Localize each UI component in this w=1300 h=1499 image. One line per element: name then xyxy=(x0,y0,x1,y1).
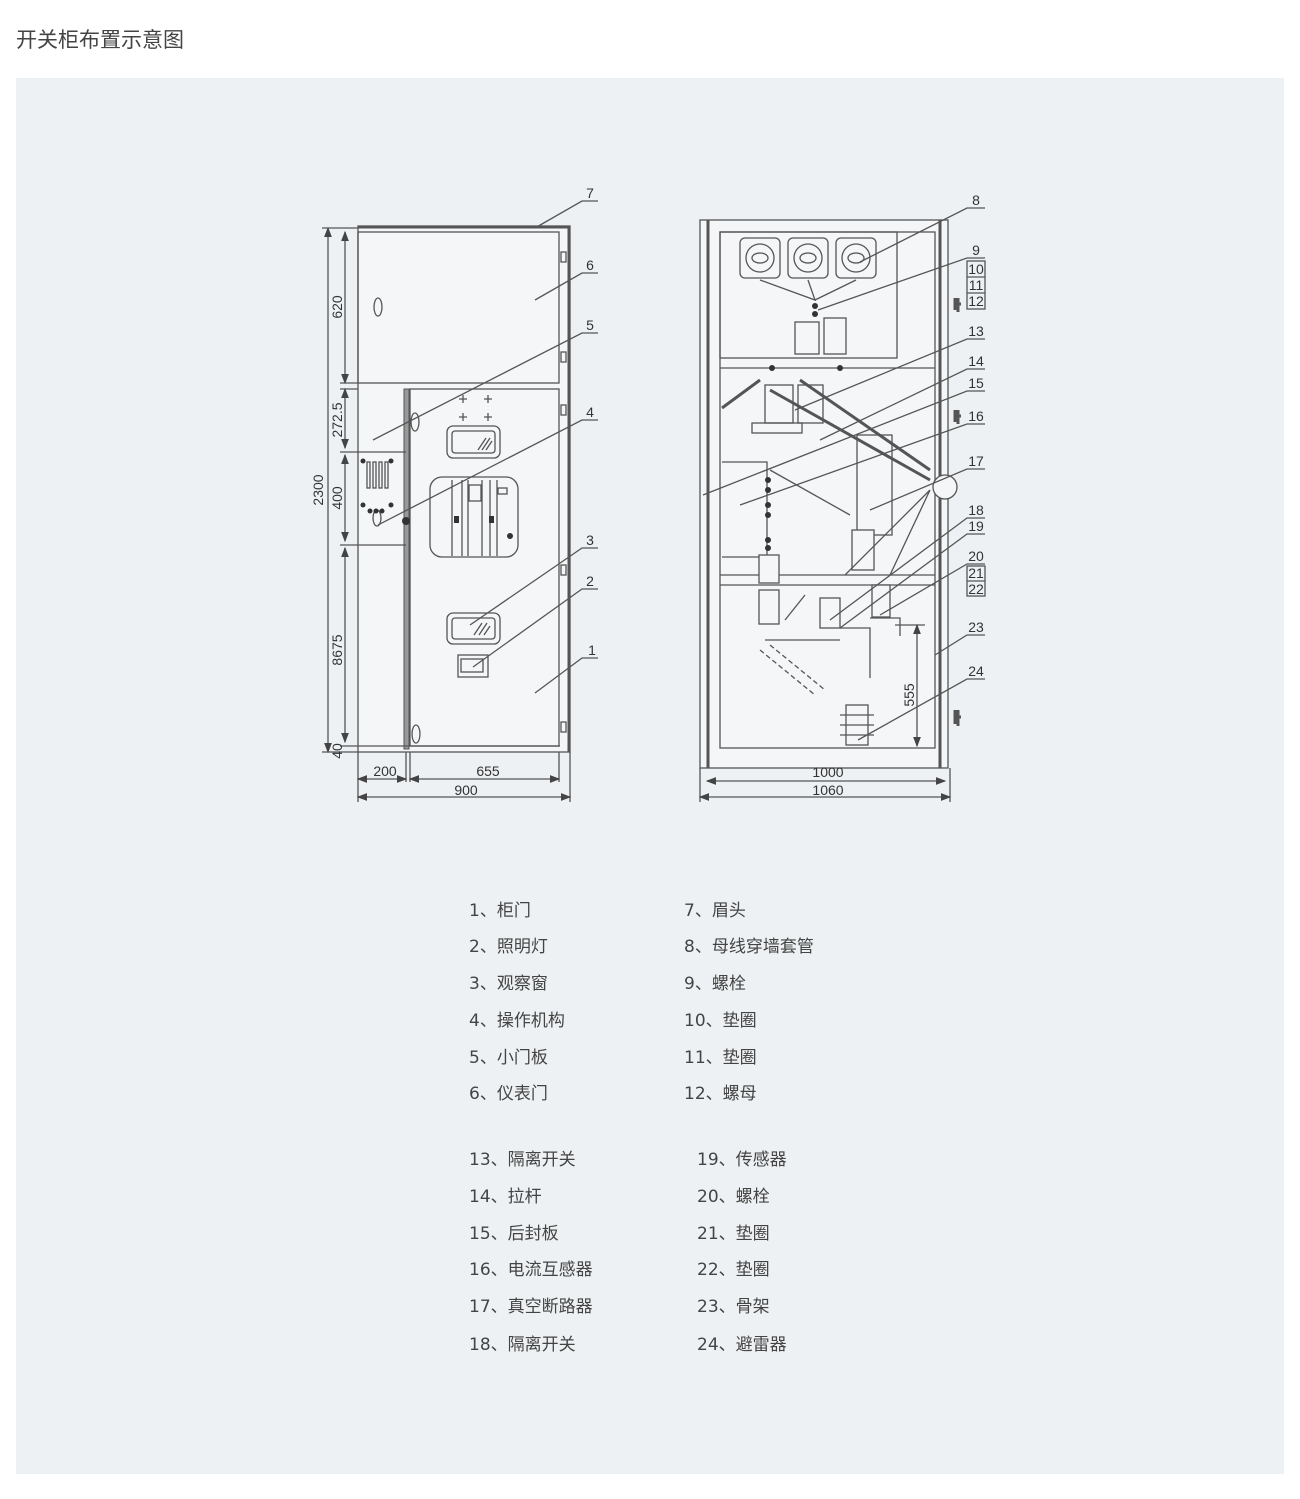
front-dimensions: 2300 620 272.5 400 8675 40 200 655 900 xyxy=(310,226,572,802)
page-title: 开关柜布置示意图 xyxy=(16,28,184,52)
handle-icon xyxy=(953,298,961,312)
rear-callouts: 8 9 10 11 12 13 14 15 16 17 18 19 20 21 … xyxy=(702,192,986,741)
callout-23: 23 xyxy=(968,619,984,635)
screw-marks xyxy=(459,395,492,421)
callout-11: 11 xyxy=(969,277,984,293)
legend-item: 15、后封板 xyxy=(469,1224,559,1244)
dim-h-4: 8675 xyxy=(329,634,345,665)
callout-7: 7 xyxy=(586,185,594,201)
dim-w-total-rear: 1060 xyxy=(812,782,843,798)
handle-icon xyxy=(411,724,421,744)
callout-4: 4 xyxy=(586,404,594,420)
legend-item: 21、垫圈 xyxy=(697,1224,770,1244)
callout-17: 17 xyxy=(968,453,984,469)
legend-item: 19、传感器 xyxy=(697,1150,787,1170)
handle-icon xyxy=(410,412,420,432)
callout-10: 10 xyxy=(968,261,984,277)
callout-21: 21 xyxy=(968,565,984,581)
callout-16: 16 xyxy=(968,408,984,424)
terminal-block xyxy=(360,458,394,514)
legend-item: 24、避雷器 xyxy=(697,1335,787,1355)
legend-item: 14、拉杆 xyxy=(469,1187,542,1207)
wall-bushings xyxy=(739,237,877,302)
legend-item: 13、隔离开关 xyxy=(469,1150,576,1170)
callout-9: 9 xyxy=(972,242,980,258)
legend-item: 20、螺栓 xyxy=(697,1187,770,1207)
bolts-washers xyxy=(769,303,843,371)
insulator xyxy=(794,321,820,355)
legend-item: 7、眉头 xyxy=(684,901,746,921)
legend-item: 10、垫圈 xyxy=(684,1011,757,1031)
legend-item: 17、真空断路器 xyxy=(469,1297,593,1317)
legend-item: 9、螺栓 xyxy=(684,974,746,994)
knob-icon xyxy=(402,517,410,525)
observation-window xyxy=(446,612,501,645)
isolating-switch xyxy=(721,378,761,410)
callout-14: 14 xyxy=(968,353,984,369)
callout-5: 5 xyxy=(586,317,594,333)
dim-h-5: 40 xyxy=(329,743,345,759)
legend-item: 23、骨架 xyxy=(697,1297,770,1317)
current-transformer xyxy=(765,477,771,551)
callout-15: 15 xyxy=(968,375,984,391)
legend-item: 8、母线穿墙套管 xyxy=(684,937,814,957)
legend-item: 12、螺母 xyxy=(684,1084,757,1104)
callout-19: 19 xyxy=(968,518,984,534)
callout-18: 18 xyxy=(968,502,984,518)
legend-item: 6、仪表门 xyxy=(469,1084,548,1104)
dim-h-3: 400 xyxy=(329,486,345,510)
legend-item: 4、操作机构 xyxy=(469,1011,565,1031)
legend-item: 18、隔离开关 xyxy=(469,1335,576,1355)
callout-24: 24 xyxy=(968,663,984,679)
operating-mechanism xyxy=(429,476,519,558)
handle-icon xyxy=(953,410,961,424)
dim-w-door: 655 xyxy=(476,763,500,779)
dim-w-left: 200 xyxy=(373,763,397,779)
current-transformer-frame xyxy=(722,461,768,558)
legend-item: 1、柜门 xyxy=(469,901,531,921)
rear-view: 555 1000 1060 8 9 10 11 12 13 14 15 16 1… xyxy=(698,192,986,802)
diagram-panel xyxy=(16,78,1284,1474)
dim-h-top: 620 xyxy=(329,295,345,319)
legend-item: 3、观察窗 xyxy=(469,974,548,994)
dim-w-inner: 1000 xyxy=(812,764,843,780)
vertical-bar xyxy=(403,388,410,750)
front-view: 2300 620 272.5 400 8675 40 200 655 900 7… xyxy=(310,185,598,802)
legend-item: 5、小门板 xyxy=(469,1048,548,1068)
callout-8: 8 xyxy=(972,192,980,208)
callout-13: 13 xyxy=(968,323,984,339)
dim-total-height: 2300 xyxy=(310,474,326,505)
handle-icon xyxy=(373,297,383,317)
dim-h-2: 272.5 xyxy=(329,402,345,437)
hinges xyxy=(560,251,567,733)
legend-item: 11、垫圈 xyxy=(684,1048,757,1068)
legend-item: 2、照明灯 xyxy=(469,937,548,957)
instrument-door xyxy=(357,231,560,384)
dim-w-total: 900 xyxy=(454,782,478,798)
callout-2: 2 xyxy=(586,573,594,589)
legend-item: 16、电流互感器 xyxy=(469,1260,593,1280)
callout-3: 3 xyxy=(586,532,594,548)
handle-icon xyxy=(953,710,961,726)
callout-12: 12 xyxy=(968,293,984,309)
callout-6: 6 xyxy=(586,257,594,273)
dim-h-lower: 555 xyxy=(901,683,917,707)
front-callouts: 7 6 5 4 3 2 1 xyxy=(372,185,598,694)
callout-1: 1 xyxy=(588,642,596,658)
legend-item: 22、垫圈 xyxy=(697,1260,770,1280)
callout-20: 20 xyxy=(968,548,984,564)
callout-22: 22 xyxy=(968,581,984,597)
